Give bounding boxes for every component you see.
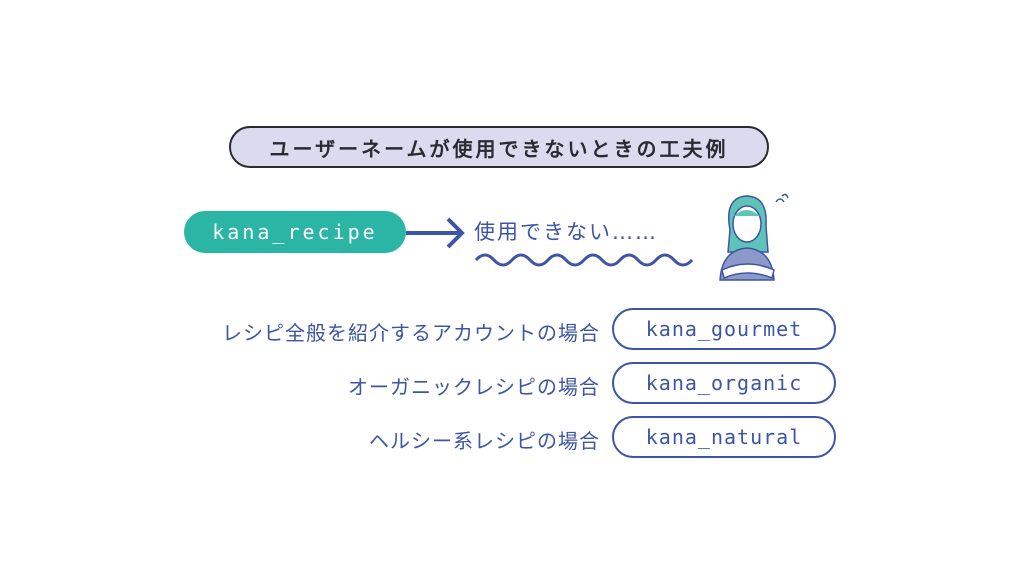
- diagram-title: ユーザーネームが使用できないときの工夫例: [229, 126, 769, 168]
- example-username-pill: kana_gourmet: [612, 308, 836, 350]
- arrow-right-icon: [406, 217, 465, 249]
- example-username-pill: kana_natural: [612, 416, 836, 458]
- wavy-underline: [474, 253, 694, 267]
- worried-person-icon: [719, 193, 789, 281]
- example-username-pill: kana_organic: [612, 362, 836, 404]
- unavailable-text: 使用できない……: [474, 220, 658, 244]
- unavailable-username-pill: kana_recipe: [184, 211, 406, 253]
- example-label: レシピ全般を紹介するアカウントの場合: [222, 321, 600, 345]
- example-label: ヘルシー系レシピの場合: [369, 429, 600, 453]
- example-label: オーガニックレシピの場合: [348, 375, 600, 399]
